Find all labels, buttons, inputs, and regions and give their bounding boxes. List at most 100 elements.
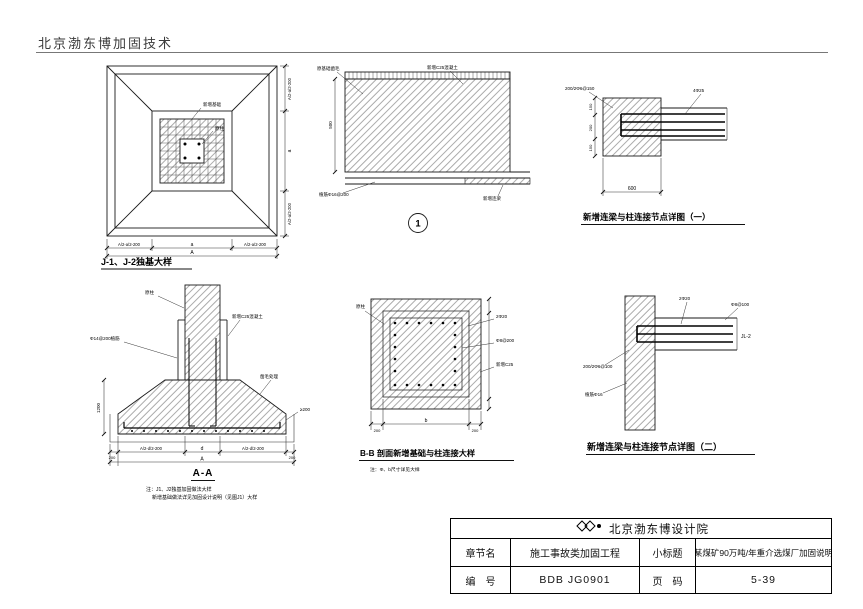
upper-section-callout: 新增C25混凝土 xyxy=(427,64,458,71)
BB-leader xyxy=(364,310,385,325)
joint-one-callout: 4Φ25 xyxy=(693,88,705,93)
BB-dim-label: 200 xyxy=(374,428,381,433)
titleblock-label-chapter: 章节名 xyxy=(465,549,496,560)
drawing-section-AA: A/2-d/2-200 d A/2-d/2-200 200 200 A 1200… xyxy=(90,284,310,501)
joint-two-title: 新增连梁与柱连接节点详图（二） xyxy=(587,441,722,452)
section-AA-linework xyxy=(109,284,295,443)
detail-balloon-number: 1 xyxy=(415,219,421,230)
plan-dim-label: a xyxy=(287,149,293,152)
joint-one-leader xyxy=(684,93,702,115)
drawing-joint-detail-two: 200/2Φ6@100 2Φ20 Φ8@100 植筋Φ16 JL-2 新增连梁与… xyxy=(583,295,755,455)
institute-logo-icon xyxy=(573,519,603,538)
letterhead-company: 北京渤东博加固技术 xyxy=(38,37,174,52)
AA-leader xyxy=(259,379,272,395)
section-AA-dimensions xyxy=(101,377,297,466)
AA-callout: 新增C25混凝土 xyxy=(232,313,263,320)
AA-dim-label: 200 xyxy=(289,455,296,460)
BB-title: B-B 剖面新增基础与柱连接大样 xyxy=(360,448,475,458)
drawing-upper-section: 500 原基础凿毛 新增C25混凝土 植筋Φ16@200 新增连梁 1 xyxy=(317,64,531,233)
AA-dim-label: A/2-d/2-200 xyxy=(140,446,163,451)
AA-leader xyxy=(123,341,178,359)
upper-section-callout: 植筋Φ16@200 xyxy=(319,191,349,198)
joint-one-dim-label: 150 xyxy=(588,103,593,110)
joint-two-rebar xyxy=(636,325,733,343)
title-block-table: 章节名 施工事故类加固工程 小标题 某煤矿90万吨/年重介选煤厂加固说明 编 号… xyxy=(451,539,831,593)
AA-leader xyxy=(157,295,185,309)
joint-two-linework xyxy=(624,295,738,431)
AA-leader xyxy=(227,319,241,337)
BB-leader xyxy=(467,318,495,327)
plan-dim-label: A/2-a/2-200 xyxy=(118,242,141,247)
joint-one-callout: 200/2Φ6@150 xyxy=(565,86,595,91)
BB-callout: Φ8@200 xyxy=(496,338,515,343)
section-BB-dimensions xyxy=(368,296,492,430)
joint-one-title: 新增连梁与柱连接节点详图（一） xyxy=(583,212,711,222)
AA-leader xyxy=(285,411,299,421)
AA-callout: 原柱 xyxy=(145,289,154,296)
joint-two-beam-label: JL-2 xyxy=(741,334,751,340)
BB-leader xyxy=(479,366,495,373)
upper-section-leader xyxy=(336,71,364,95)
plan-leader xyxy=(201,130,214,145)
drawing-section-BB: 200 b 200 2Φ20 Φ8@200 新增C25 原柱 B-B 剖面新增基… xyxy=(356,296,515,473)
title-block-institute-row: 北京渤东博设计院 xyxy=(451,519,831,539)
plan-title: J-1、J-2独基大样 xyxy=(101,256,172,267)
AA-callout: 凿毛处理 xyxy=(260,373,278,380)
upper-section-callout: 新增连梁 xyxy=(483,195,501,202)
joint-two-leader xyxy=(680,301,688,325)
joint-two-leader xyxy=(724,307,739,321)
titleblock-label-number: 编 号 xyxy=(451,566,510,593)
BB-callout: 新增C25 xyxy=(496,361,514,368)
upper-section-leader xyxy=(449,70,464,85)
joint-one-dim-label: 150 xyxy=(588,144,593,151)
plan-callout: 新增基础 xyxy=(203,101,221,108)
titleblock-value-chapter: 施工事故类加固工程 xyxy=(510,539,639,566)
AA-dim-label: 200 xyxy=(109,455,116,460)
BB-note: 注：Φ、b尺寸详见大样 xyxy=(370,466,420,473)
BB-callout: 2Φ20 xyxy=(496,314,508,319)
upper-section-linework xyxy=(344,71,531,185)
plan-dim-label: A xyxy=(190,250,194,256)
foundation-plan-dimensions xyxy=(104,63,289,259)
AA-dim-label: d xyxy=(201,446,204,452)
section-AA-rebar xyxy=(123,338,281,432)
AA-title: A-A xyxy=(193,468,214,479)
AA-dim-label: A/2-d/2-200 xyxy=(242,446,265,451)
joint-two-leader xyxy=(604,349,630,366)
AA-callout: Φ14@200植筋 xyxy=(90,335,120,342)
titleblock-label-page: 页 码 xyxy=(639,566,695,593)
titleblock-value-subtitle: 某煤矿90万吨/年重介选煤厂加固说明 xyxy=(695,539,831,566)
joint-two-callout: Φ8@100 xyxy=(731,302,750,307)
joint-one-dim-label: 600 xyxy=(628,186,637,192)
plan-dim-label: a xyxy=(191,242,194,248)
joint-two-callout: 植筋Φ16 xyxy=(585,391,603,398)
titleblock-label-subtitle: 小标题 xyxy=(639,539,695,566)
BB-dim-label: b xyxy=(425,418,428,424)
title-block: 北京渤东博设计院 章节名 施工事故类加固工程 小标题 某煤矿90万吨/年重介选煤… xyxy=(450,518,832,594)
joint-two-leader xyxy=(602,382,628,394)
BB-dim-label: 200 xyxy=(472,428,479,433)
AA-note: 新增基础做法详见加固设计说明（见图J1）大样 xyxy=(152,494,257,501)
BB-leader xyxy=(461,342,495,349)
drawing-joint-detail-one: 150 200 150 600 200/2Φ6@150 4Φ25 新增连梁与柱连… xyxy=(565,86,745,225)
plan-callout: 原柱 xyxy=(215,125,224,132)
upper-section-leader xyxy=(342,181,376,194)
drawing-foundation-plan: A/2-a/2-200 a A/2-a/2-200 A A/2-a/2-200 … xyxy=(101,63,293,270)
joint-two-callout: 200/2Φ6@100 xyxy=(583,364,613,369)
titleblock-value-number: BDB JG0901 xyxy=(510,566,639,593)
joint-one-dim-label: 200 xyxy=(588,124,593,131)
AA-callout: ≥200 xyxy=(300,407,310,412)
institute-name: 北京渤东博设计院 xyxy=(609,523,709,536)
plan-leader xyxy=(191,107,202,120)
upper-section-leader xyxy=(497,184,504,197)
detail-balloon-circle xyxy=(408,213,428,233)
AA-dim-label: 1200 xyxy=(96,402,101,413)
upper-section-dim-label: 500 xyxy=(328,121,333,129)
AA-dim-label: A xyxy=(200,457,204,463)
AA-note: 注：J1、J2独基加固做法大样 xyxy=(146,486,212,493)
plan-dim-label: A/2-a/2-200 xyxy=(287,202,292,225)
plan-dim-label: A/2-a/2-200 xyxy=(244,242,267,247)
section-BB-linework xyxy=(370,298,482,410)
joint-one-rebar xyxy=(620,113,725,137)
